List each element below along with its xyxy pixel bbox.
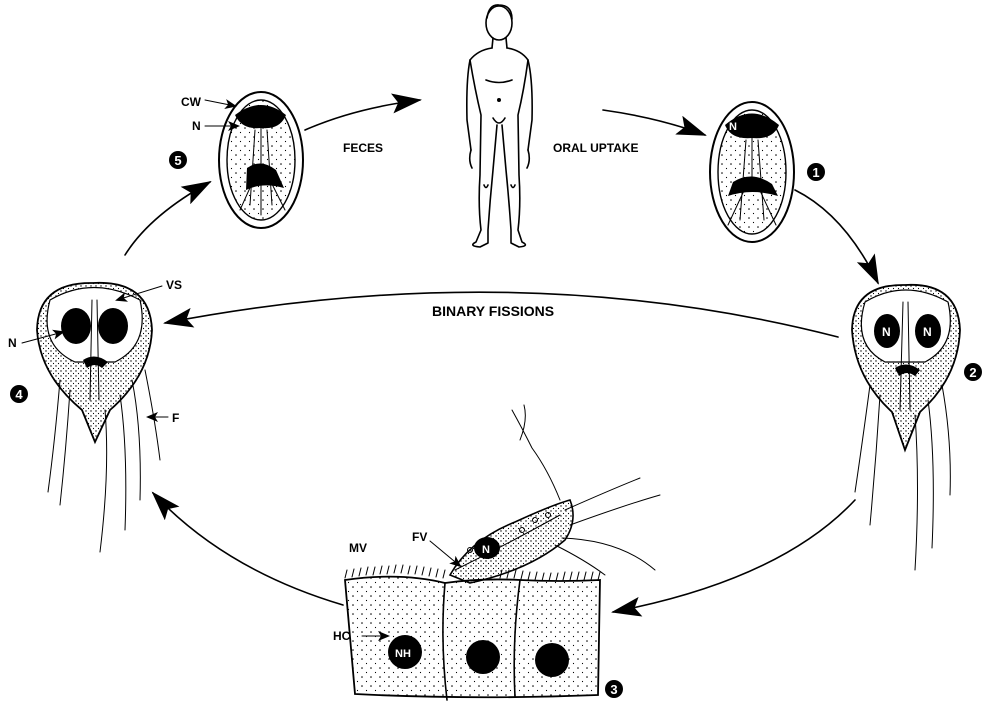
- svg-text:3: 3: [610, 682, 617, 697]
- stage-badge-2: 2: [964, 363, 982, 381]
- label-n-troph-left: N: [8, 336, 17, 350]
- arrow-cyst-to-trophozoite: [795, 190, 878, 283]
- trophozoite-stage-4: [37, 283, 160, 552]
- stage-badge-5: 5: [169, 151, 187, 169]
- label-nh: NH: [395, 648, 411, 660]
- host-nucleus: [535, 643, 569, 677]
- label-feces: FECES: [343, 141, 383, 155]
- arrow-trophozoite-to-cyst: [125, 182, 210, 255]
- svg-text:2: 2: [969, 365, 976, 380]
- arrow-human-to-cyst: [603, 110, 705, 135]
- trophozoite-stage-2: [852, 285, 960, 570]
- label-n-cyst: N: [192, 119, 201, 133]
- stage-badge-3: 3: [605, 680, 623, 698]
- svg-text:4: 4: [15, 387, 23, 402]
- arrow-trophozoite-to-intestine: [613, 500, 855, 612]
- stage-badge-1: 1: [807, 163, 825, 181]
- arrow-intestine-to-trophozoite: [153, 493, 343, 605]
- label-f: F: [172, 411, 179, 425]
- intestinal-epithelium: [345, 405, 660, 700]
- label-n-troph-right-a: N: [882, 325, 891, 339]
- label-hc: HC: [333, 629, 351, 643]
- cyst-stage-1: [710, 102, 794, 242]
- label-binary-fissions: BINARY FISSIONS: [432, 303, 554, 319]
- label-cw: CW: [181, 95, 202, 109]
- label-vs: VS: [166, 278, 182, 292]
- label-fv: FV: [412, 530, 427, 544]
- cyst-stage-5: [219, 92, 303, 228]
- label-oral-uptake: ORAL UPTAKE: [553, 141, 639, 155]
- svg-text:1: 1: [812, 165, 819, 180]
- label-n-attached: N: [482, 544, 490, 556]
- label-n-cyst-right: N: [729, 121, 737, 133]
- label-n-troph-right-b: N: [923, 325, 932, 339]
- arrow-cyst-to-human: [305, 100, 420, 130]
- label-mv: MV: [349, 541, 367, 555]
- host-cells: [345, 577, 600, 698]
- nucleus-left: [61, 308, 91, 344]
- human-figure: [467, 5, 532, 247]
- stage-badge-4: 4: [10, 385, 28, 403]
- host-nucleus: [466, 640, 500, 674]
- svg-text:5: 5: [174, 153, 181, 168]
- nucleus-right: [98, 308, 128, 344]
